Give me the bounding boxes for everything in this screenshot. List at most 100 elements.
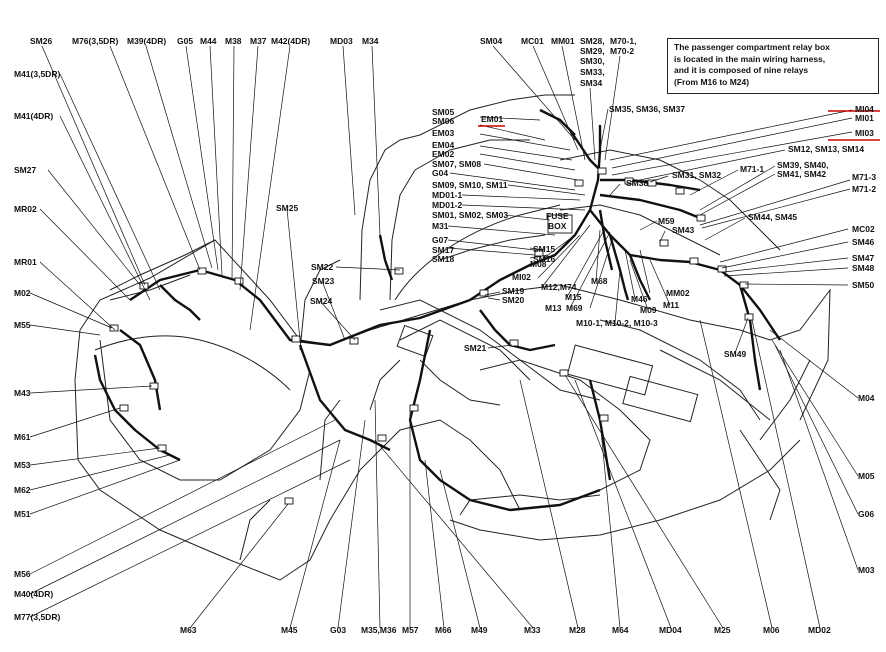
highlight-underlines (478, 110, 880, 141)
label-sm22: SM22 (311, 262, 333, 272)
label-sm17: SM17 (432, 245, 454, 255)
label-sm50: SM50 (852, 280, 874, 290)
label-m06: M06 (763, 625, 780, 635)
label-sm41: SM41, SM42 (777, 169, 826, 179)
label-sm43: SM43 (672, 225, 694, 235)
label-g05: G05 (177, 36, 193, 46)
label-m15: M15 (565, 292, 582, 302)
note-line-1: The passenger compartment relay box (674, 42, 830, 52)
note-line-4: (From M16 to M24) (674, 76, 750, 87)
label-sm47: SM47 (852, 253, 874, 263)
label-m04: M04 (858, 393, 875, 403)
label-m09: M09 (640, 305, 657, 315)
label-sm28: SM28, (580, 36, 605, 46)
label-mc02: MC02 (852, 224, 875, 234)
label-sm35: SM35, SM36, SM37 (609, 104, 685, 114)
label-sm31: SM31, SM32 (672, 170, 721, 180)
label-m13: M13 (545, 303, 562, 313)
label-sm46: SM46 (852, 237, 874, 247)
label-sm25: SM25 (276, 203, 298, 213)
note-line-2: is located in the main wiring harness, (674, 53, 826, 64)
label-m37: M37 (250, 36, 267, 46)
label-m77: M77(3,5DR) (14, 612, 60, 622)
component-labels: SM26 M76(3,5DR) M39(4DR) G05 M44 M38 M37… (14, 36, 876, 635)
label-em03: EM03 (432, 128, 454, 138)
label-sm09: SM09, SM10, SM11 (432, 180, 508, 190)
leader-lines (29, 45, 859, 629)
label-m03: M03 (858, 565, 875, 575)
label-m71-1: M71-1 (740, 164, 764, 174)
label-mr02: MR02 (14, 204, 37, 214)
label-m46: M46 (631, 294, 648, 304)
label-sm24: SM24 (310, 296, 332, 306)
label-em01: EM01 (481, 114, 503, 124)
label-m49: M49 (471, 625, 488, 635)
label-m42: M42(4DR) (271, 36, 310, 46)
label-m45: M45 (281, 625, 298, 635)
label-sm29: SM29, (580, 46, 605, 56)
label-m68: M68 (591, 276, 608, 286)
label-m28: M28 (569, 625, 586, 635)
label-md01-2: MD01-2 (432, 200, 463, 210)
label-m59: M59 (658, 216, 675, 226)
label-sm15: SM15 (533, 244, 555, 254)
label-mi04: MI04 (855, 104, 874, 114)
label-sm19: SM19 (502, 286, 524, 296)
label-m71-3: M71-3 (852, 172, 876, 182)
label-m35: M35,M36 (361, 625, 397, 635)
label-m39: M39(4DR) (127, 36, 166, 46)
label-m62: M62 (14, 485, 31, 495)
label-g07: G07 (432, 235, 448, 245)
label-sm33: SM33, (580, 67, 605, 77)
label-sm06: SM06 (432, 116, 454, 126)
wiring-harness (93, 108, 781, 512)
label-sm12: SM12, SM13, SM14 (788, 144, 864, 154)
label-sm38: SM38 (626, 178, 648, 188)
label-m64: M64 (612, 625, 629, 635)
label-m31: M31 (432, 221, 449, 231)
fuse-box-label: FUSE BOX (546, 211, 569, 231)
label-sm48: SM48 (852, 263, 874, 273)
label-m41-35dr: M41(3,5DR) (14, 69, 60, 79)
connectors (109, 167, 754, 505)
label-sm34: SM34 (580, 78, 602, 88)
label-m61: M61 (14, 432, 31, 442)
label-m08: M08 (530, 259, 547, 269)
label-mm02: MM02 (666, 288, 690, 298)
relay-box-note: The passenger compartment relay box is l… (667, 38, 879, 94)
label-m40: M40(4DR) (14, 589, 53, 599)
label-mr01: MR01 (14, 257, 37, 267)
label-sm04: SM04 (480, 36, 502, 46)
label-m33: M33 (524, 625, 541, 635)
label-mi01: MI01 (855, 113, 874, 123)
label-em02: EM02 (432, 149, 454, 159)
label-sm23: SM23 (312, 276, 334, 286)
label-sm16: SM16 (533, 254, 555, 264)
label-g06: G06 (858, 509, 874, 519)
label-m44: M44 (200, 36, 217, 46)
label-m43: M43 (14, 388, 31, 398)
label-sm39: SM39, SM40, (777, 160, 829, 170)
label-sm07: SM07, SM08 (432, 159, 481, 169)
label-sm44: SM44, SM45 (748, 212, 797, 222)
label-m11: M11 (663, 300, 679, 310)
label-sm26: SM26 (30, 36, 52, 46)
label-sm01: SM01, SM02, SM03 (432, 210, 508, 220)
label-sm30: SM30, (580, 56, 605, 66)
car-body (74, 94, 831, 581)
label-em04: EM04 (432, 140, 454, 150)
label-sm21: SM21 (464, 343, 486, 353)
label-md01-1: MD01-1 (432, 190, 463, 200)
label-sm27: SM27 (14, 165, 36, 175)
label-m70-2: M70-2 (610, 46, 634, 56)
label-m56: M56 (14, 569, 31, 579)
label-m69: M69 (566, 303, 583, 313)
svg-text:FUSE: FUSE (546, 211, 569, 221)
label-sm49: SM49 (724, 349, 746, 359)
label-m63: M63 (180, 625, 197, 635)
label-mc01: MC01 (521, 36, 544, 46)
label-sm18: SM18 (432, 254, 454, 264)
label-m34: M34 (362, 36, 379, 46)
label-m10: M10-1, M10-2, M10-3 (576, 318, 658, 328)
